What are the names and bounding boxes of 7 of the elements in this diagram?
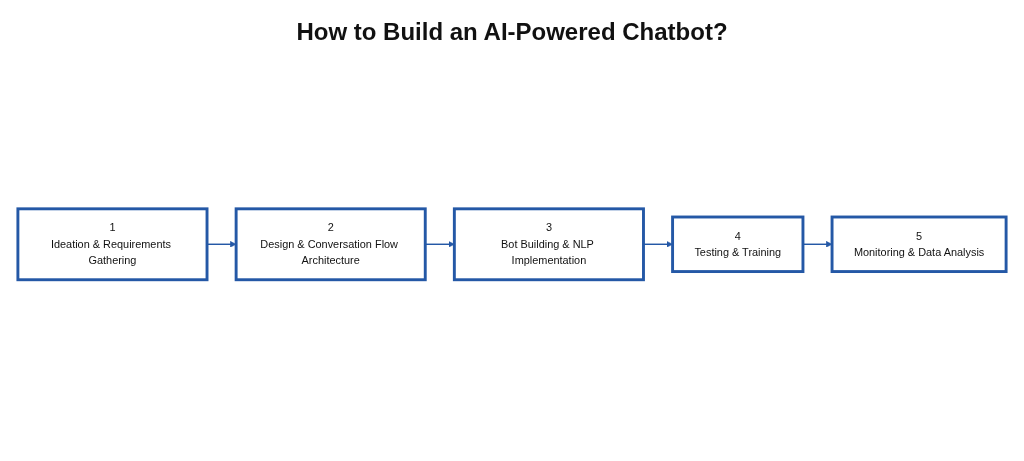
- node-box: 5 Monitoring & Data Analysis: [830, 215, 1008, 273]
- node-box: 4 Testing & Training: [671, 215, 805, 273]
- node-box: 3 Bot Building & NLP Implementation: [452, 207, 645, 281]
- node-box: 2 Design & Conversation Flow Architecture: [234, 207, 427, 281]
- node-box: 1 Ideation & Requirements Gathering: [16, 207, 209, 281]
- diagram-title: How to Build an AI-Powered Chatbot?: [295, 18, 729, 46]
- arrow: [802, 240, 833, 248]
